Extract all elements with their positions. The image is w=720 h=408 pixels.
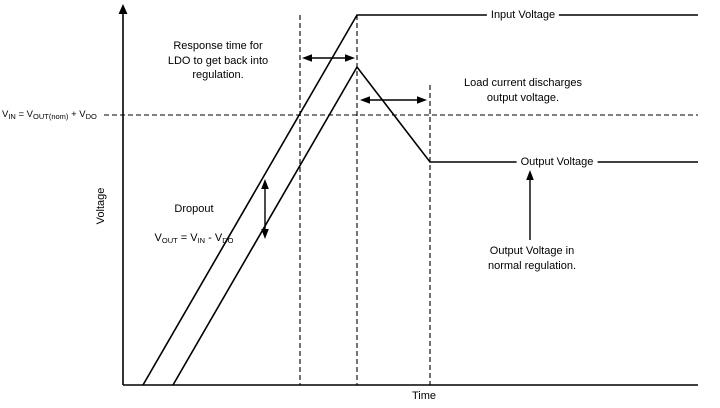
dropout-formula: VOUT = VIN - VDO [154,231,234,245]
dropout-note: Dropout VOUT = VIN - VDO [138,187,250,263]
dropout-title: Dropout [174,202,214,215]
x-axis-label: Time [411,390,437,402]
dropout-arrow [261,179,269,239]
arrow-right-head-icon [417,96,427,104]
arrow-left-head-icon [360,96,370,104]
load-discharge-arrow [360,96,427,104]
response-time-arrow [302,54,355,62]
input-voltage-label: Input Voltage [486,7,560,23]
normal-regulation-arrow [526,170,534,240]
y-axis-arrowhead-icon [118,4,128,14]
arrow-down-head-icon [261,229,269,239]
dashed-guides [104,15,698,385]
normal-regulation-note: Output Voltage in normal regulation. [487,245,577,272]
response-time-note: Response time for LDO to get back into r… [167,40,269,81]
load-discharge-note: Load current discharges output voltage. [463,77,582,104]
arrow-up-head-icon [526,170,534,180]
axes [118,4,698,386]
threshold-formula-label: VIN = VOUT(nom) + VDO [2,109,97,121]
output-voltage-label: Output Voltage [516,154,598,170]
arrow-left-head-icon [302,54,312,62]
arrow-up-head-icon [261,179,269,189]
arrow-right-head-icon [345,54,355,62]
y-axis-label: Voltage [94,187,107,225]
